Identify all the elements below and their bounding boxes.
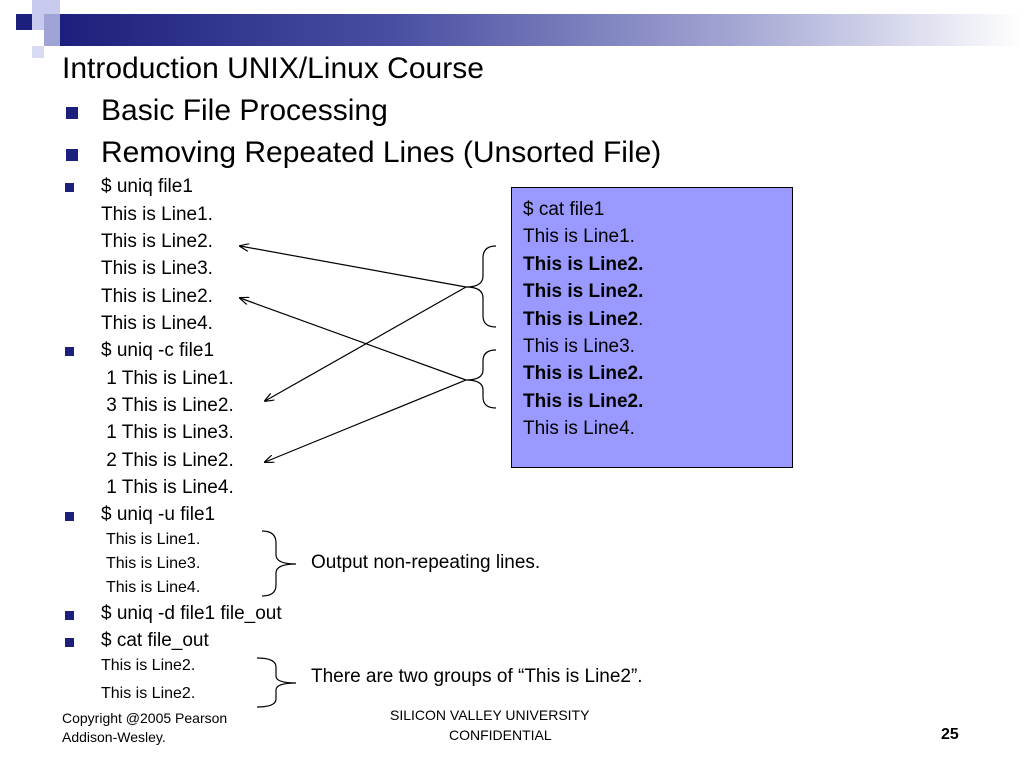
file-out-line: This is Line2. bbox=[101, 685, 196, 702]
logo-square-mid bbox=[44, 14, 60, 46]
uniq-output-line: This is Line3. bbox=[101, 258, 213, 279]
uniq-output-line: This is Line2. bbox=[101, 286, 213, 307]
page-number: 25 bbox=[941, 726, 959, 743]
uniq-u-output-line: This is Line4. bbox=[106, 579, 201, 596]
cat-line: This is Line3. bbox=[523, 335, 635, 357]
arrow-to-count2 bbox=[265, 379, 467, 462]
cat-line-bold: This is Line2 bbox=[523, 308, 639, 330]
uniq-c-output-line: 1 This is Line1. bbox=[101, 368, 234, 389]
command-cat-file-out: $ cat file_out bbox=[101, 630, 209, 651]
footer-copyright-line2: Addison-Wesley. bbox=[62, 729, 166, 745]
brace-group2 bbox=[465, 349, 497, 409]
bullet-removing-repeated-lines: Removing Repeated Lines (Unsorted File) bbox=[101, 136, 662, 169]
cat-line-mixed: This is Line2. bbox=[523, 306, 792, 333]
uniq-c-output-line: 3 This is Line2. bbox=[101, 395, 234, 416]
bullet-square-icon bbox=[65, 347, 74, 356]
slide-title: Introduction UNIX/Linux Course bbox=[62, 52, 484, 85]
brace-group1 bbox=[465, 245, 497, 328]
cat-line: This is Line4. bbox=[523, 418, 635, 440]
uniq-u-output-line: This is Line3. bbox=[106, 555, 201, 572]
logo-square-dark bbox=[16, 14, 32, 30]
command-uniq-u: $ uniq -u file1 bbox=[101, 504, 216, 525]
bullet-square-icon bbox=[66, 107, 78, 119]
footer-center-line2: CONFIDENTIAL bbox=[449, 727, 552, 743]
header-gradient-bar bbox=[60, 14, 1024, 46]
file-out-line: This is Line2. bbox=[101, 657, 196, 674]
brace-uniq-u bbox=[261, 530, 297, 597]
cat-file1-box: $ cat file1 This is Line1. This is Line2… bbox=[511, 187, 793, 468]
bullet-square-icon bbox=[65, 611, 74, 620]
bullet-square-icon bbox=[65, 183, 74, 192]
command-uniq-c: $ uniq -c file1 bbox=[101, 340, 215, 361]
uniq-c-output-line: 1 This is Line3. bbox=[101, 422, 234, 443]
brace-file-out bbox=[256, 657, 297, 708]
arrow-to-uniq-line2 bbox=[240, 246, 467, 288]
uniq-output-line: This is Line2. bbox=[101, 231, 213, 252]
uniq-output-line: This is Line4. bbox=[101, 313, 213, 334]
command-uniq: $ uniq file1 bbox=[101, 176, 193, 197]
footer-center-line1: SILICON VALLEY UNIVERSITY bbox=[390, 707, 590, 723]
cat-line: This is Line1. bbox=[523, 226, 635, 248]
cat-line-bold: This is Line2. bbox=[523, 390, 644, 412]
bullet-square-icon bbox=[66, 149, 78, 161]
cat-line-bold: This is Line2. bbox=[523, 253, 644, 275]
bullet-basic-file-processing: Basic File Processing bbox=[101, 94, 388, 127]
bullet-square-icon bbox=[65, 638, 74, 647]
uniq-output-line: This is Line1. bbox=[101, 204, 213, 225]
logo-square-small bbox=[32, 46, 44, 58]
arrow-to-uniq-line2b bbox=[240, 298, 467, 381]
cat-line: $ cat file1 bbox=[523, 199, 605, 220]
uniq-u-note: Output non-repeating lines. bbox=[311, 552, 541, 573]
command-uniq-d: $ uniq -d file1 file_out bbox=[101, 603, 282, 624]
uniq-c-output-line: 2 This is Line2. bbox=[101, 450, 234, 471]
cat-line-bold: This is Line2. bbox=[523, 281, 644, 303]
bullet-square-icon bbox=[65, 512, 74, 521]
footer-copyright-line1: Copyright @2005 Pearson bbox=[62, 710, 228, 726]
uniq-c-output-line: 1 This is Line4. bbox=[101, 477, 234, 498]
file-out-note: There are two groups of “This is Line2”. bbox=[311, 666, 643, 687]
cat-line-bold: This is Line2. bbox=[523, 363, 644, 385]
uniq-u-output-line: This is Line1. bbox=[106, 531, 201, 548]
cat-line-suffix: . bbox=[638, 308, 644, 330]
